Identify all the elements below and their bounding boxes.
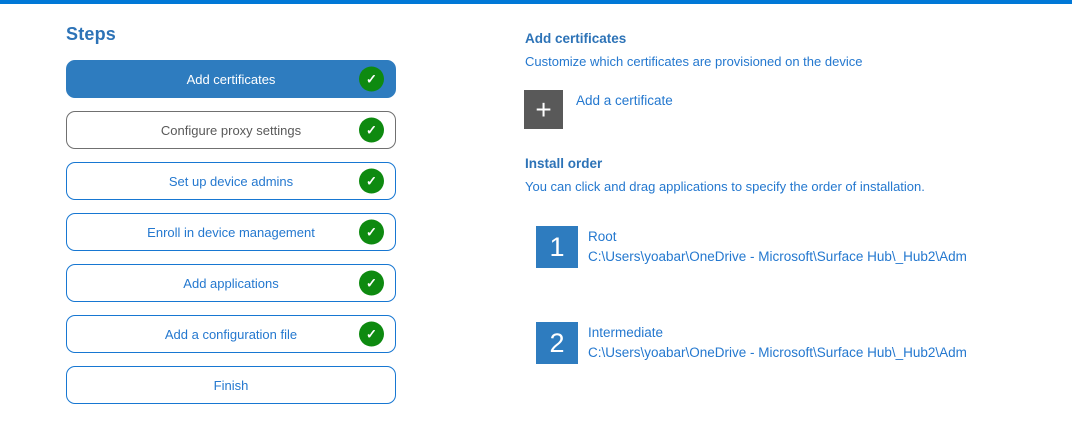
- section-subtitle: Customize which certificates are provisi…: [525, 54, 863, 69]
- step-set-up-device-admins[interactable]: Set up device admins ✓: [66, 162, 396, 200]
- steps-panel: Steps Add certificates ✓ Configure proxy…: [66, 24, 396, 417]
- add-certificate-label: Add a certificate: [576, 93, 673, 108]
- check-circle-icon: ✓: [359, 219, 384, 245]
- step-label: Finish: [213, 377, 249, 393]
- step-add-certificates[interactable]: Add certificates ✓: [66, 60, 396, 98]
- check-circle-icon: ✓: [359, 117, 384, 143]
- certificate-name: Intermediate: [588, 325, 664, 340]
- certificate-path: C:\Users\yoabar\OneDrive - Microsoft\Sur…: [588, 344, 967, 360]
- content-panel: Add certificates Customize which certifi…: [524, 31, 1065, 418]
- step-finish[interactable]: Finish: [66, 366, 396, 404]
- steps-title: Steps: [66, 24, 117, 44]
- step-label: Add a configuration file: [164, 326, 298, 342]
- plus-icon[interactable]: +: [524, 90, 563, 129]
- top-accent-bar: [0, 0, 1072, 4]
- order-number-badge: 2: [536, 322, 578, 364]
- certificate-path: C:\Users\yoabar\OneDrive - Microsoft\Sur…: [588, 248, 967, 264]
- step-label: Configure proxy settings: [160, 122, 302, 138]
- check-circle-icon: ✓: [359, 270, 384, 296]
- certificate-info: Intermediate C:\Users\yoabar\OneDrive - …: [588, 322, 967, 362]
- step-add-applications[interactable]: Add applications ✓: [66, 264, 396, 302]
- install-order-title: Install order: [525, 156, 603, 171]
- step-label: Set up device admins: [168, 173, 294, 189]
- step-label: Enroll in device management: [147, 224, 315, 240]
- step-enroll-in-device-management[interactable]: Enroll in device management ✓: [66, 213, 396, 251]
- certificate-name: Root: [588, 229, 617, 244]
- check-circle-icon: ✓: [359, 321, 384, 347]
- install-order-subtitle: You can click and drag applications to s…: [525, 179, 925, 194]
- step-label: Add certificates: [186, 71, 276, 87]
- order-number-badge: 1: [536, 226, 578, 268]
- step-label: Add applications: [183, 275, 279, 291]
- check-circle-icon: ✓: [359, 66, 384, 92]
- add-certificate-button[interactable]: + Add a certificate: [524, 90, 1065, 129]
- step-add-a-configuration-file[interactable]: Add a configuration file ✓: [66, 315, 396, 353]
- check-circle-icon: ✓: [359, 168, 384, 194]
- certificate-info: Root C:\Users\yoabar\OneDrive - Microsof…: [588, 226, 967, 266]
- step-configure-proxy-settings[interactable]: Configure proxy settings ✓: [66, 111, 396, 149]
- install-order-item-root[interactable]: 1 Root C:\Users\yoabar\OneDrive - Micros…: [536, 226, 1065, 268]
- section-title: Add certificates: [525, 31, 627, 46]
- install-order-item-intermediate[interactable]: 2 Intermediate C:\Users\yoabar\OneDrive …: [536, 322, 1065, 364]
